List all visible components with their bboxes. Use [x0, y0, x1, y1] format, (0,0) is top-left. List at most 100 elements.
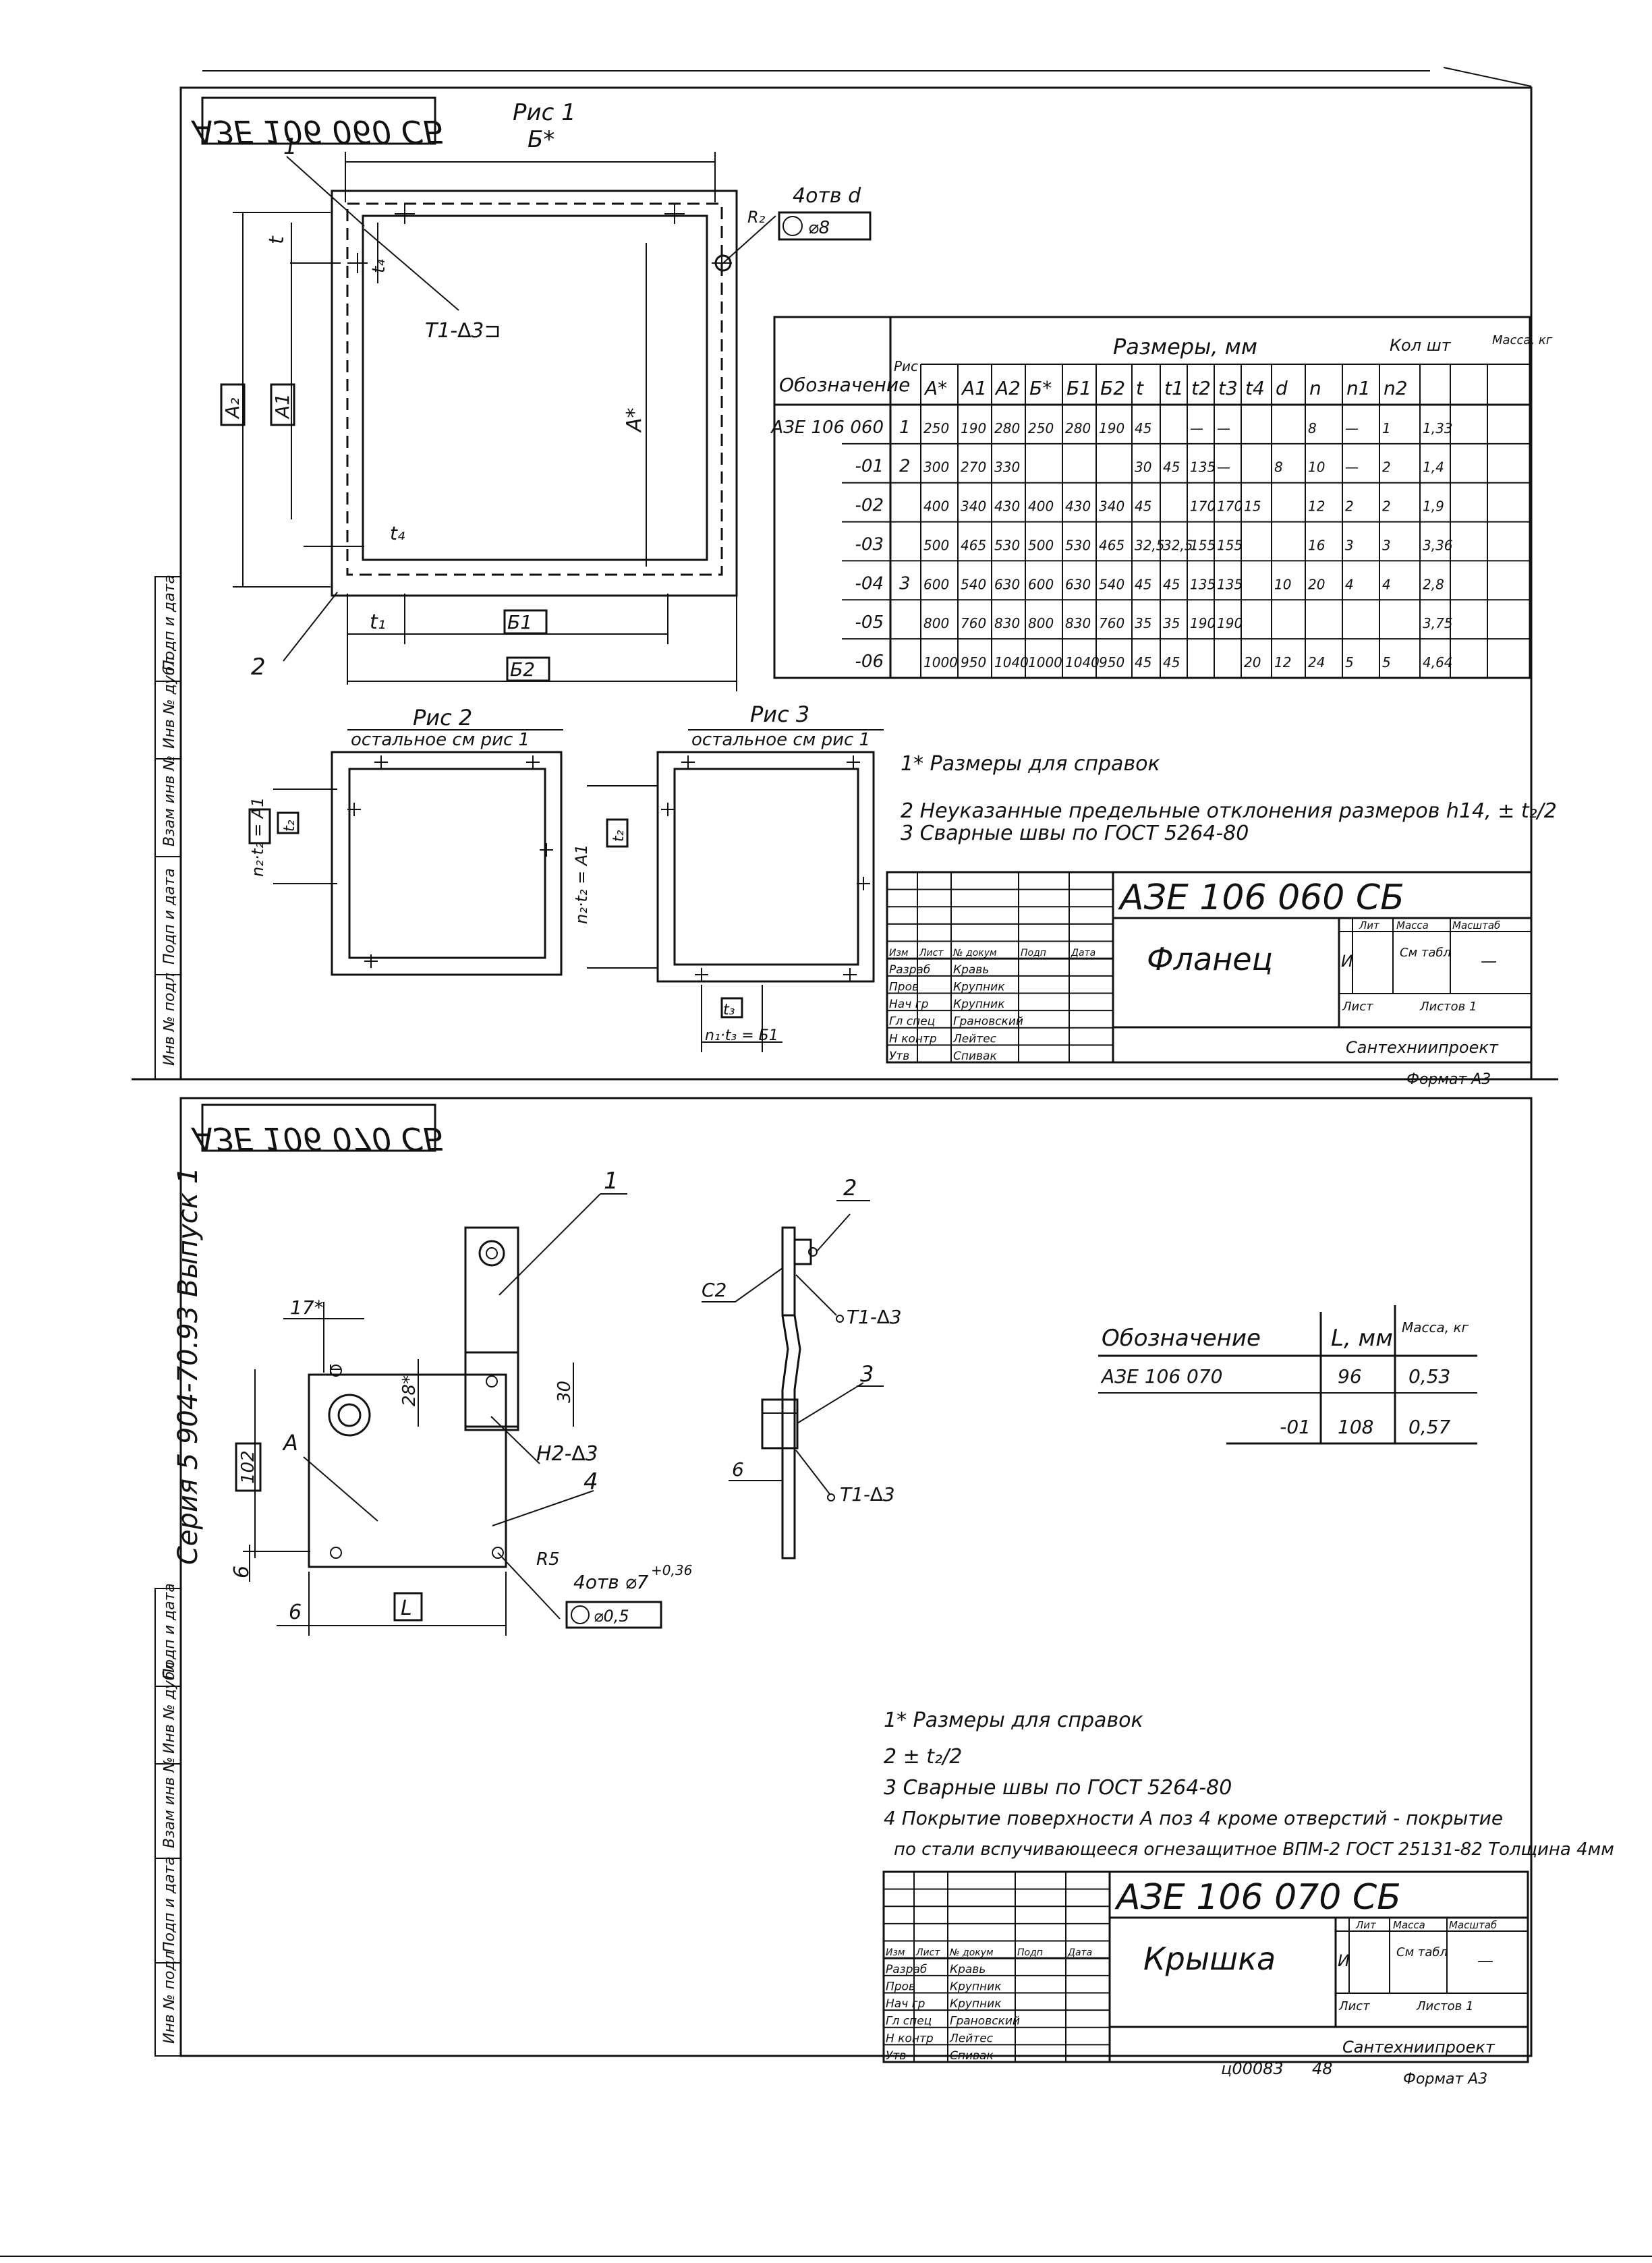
pos3: 3 — [860, 1361, 874, 1387]
fig3-bexpr: n₁·t₃ = Б1 — [705, 1027, 778, 1044]
row-value: 8 — [1274, 459, 1283, 476]
tb-doc-name: Фланец — [1147, 941, 1273, 977]
row-value: 1040 — [1065, 654, 1100, 670]
tb-name: Кравь — [953, 963, 989, 977]
margin-label: Подп и дата — [161, 575, 178, 671]
dim-28: 28* — [399, 1375, 420, 1406]
dim-a-star: A* — [623, 407, 646, 433]
row-value: 630 — [1065, 576, 1091, 592]
tb-lit-h: Лит — [1355, 1919, 1377, 1931]
row-designation: -04 — [855, 573, 884, 594]
row-value: 760 — [1099, 615, 1124, 631]
tb-mass: См табл — [1400, 946, 1451, 960]
row-value: 24 — [1308, 654, 1325, 670]
note: 1* Размеры для справок — [901, 752, 1160, 776]
row-value: 32,5 — [1163, 537, 1193, 553]
left-margin-lower: Инв № подл Подп и дата Взам инв № Инв № … — [154, 1583, 181, 2057]
left-margin-upper: Инв № подл Подп и дата Взам инв № Инв № … — [154, 575, 181, 1080]
cover-plan-view: 1 Н2-∆3 4 17* 28* 30 102 A 6 6 L R5 4отв… — [230, 1168, 692, 1636]
tb-role: Разраб — [889, 963, 930, 977]
weld-t1-b: Т1-∆3 — [840, 1483, 895, 1506]
row-value: 2 — [1382, 459, 1391, 476]
row-value: 800 — [923, 615, 949, 631]
dim-L: L — [401, 1597, 412, 1620]
series-label: Серия 5 904-70.93 Выпуск 1 — [173, 1167, 204, 1565]
tb-scale: — — [1477, 1951, 1493, 1970]
row-value: 540 — [961, 576, 986, 592]
row-value: 500 — [923, 537, 949, 553]
header-qty: Кол шт — [1390, 336, 1452, 355]
row-mass: 0,57 — [1408, 1416, 1451, 1438]
tb-role: Н контр — [886, 2032, 934, 2045]
row-value: 280 — [1065, 420, 1091, 436]
row-value: 170 — [1190, 498, 1216, 515]
fig2-label: Рис 2 — [413, 705, 472, 731]
tb-name: Кравь — [950, 1963, 986, 1976]
tb-role: Н контр — [889, 1032, 937, 1045]
row-value: 45 — [1135, 576, 1151, 592]
header-designation: Обозначение — [779, 374, 910, 396]
mirrored-stamp: АЗЕ 106 070 СБ — [190, 1120, 444, 1157]
row-value: 1,4 — [1423, 459, 1444, 476]
row-value: 250 — [1028, 420, 1054, 436]
row-value: 3,75 — [1423, 615, 1453, 631]
row-value: 1 — [1382, 420, 1391, 436]
row-fig: 3 — [899, 573, 911, 594]
hole-label: 4отв d — [793, 184, 861, 208]
dim-R5: R5 — [536, 1549, 560, 1570]
row-designation: -06 — [855, 652, 884, 672]
header-col: n2 — [1384, 377, 1408, 399]
row-value: 530 — [994, 537, 1020, 553]
row-value: 1000 — [1028, 654, 1062, 670]
tb-col-header: Дата — [1071, 948, 1095, 958]
row-value: 330 — [994, 459, 1020, 476]
fig2: Рис 2 остальное см рис 1 t₂ n₂·t₂ = A1 — [248, 705, 563, 976]
row-value: 1000 — [923, 654, 958, 670]
row-value: 800 — [1028, 615, 1054, 631]
tb-name: Лейтес — [952, 1032, 997, 1045]
header-col: t4 — [1245, 377, 1265, 399]
row-designation: -01 — [1280, 1416, 1311, 1438]
row-value: 2 — [1345, 498, 1354, 515]
tb-col-header: Лист — [915, 1947, 940, 1958]
tb-col-header: Изм — [886, 1947, 905, 1958]
row-value: 400 — [1028, 498, 1054, 515]
row-value: 830 — [994, 615, 1020, 631]
row-value: 20 — [1308, 576, 1325, 592]
row-value: 12 — [1308, 498, 1325, 515]
dim-b-star: Б* — [528, 126, 554, 153]
sheet2-stamp: АЗЕ 106 070 СБ — [190, 1104, 445, 1157]
row-value: 430 — [1065, 498, 1091, 515]
tb-scale-h: Масштаб — [1452, 919, 1500, 932]
row-value: 135 — [1190, 459, 1216, 476]
row-value: 170 — [1217, 498, 1243, 515]
row-value: 600 — [1028, 576, 1054, 592]
fig1-flange: Рис 1 Б* 4отв d ⌀8 R₂ A₂ A1 t t₄ Т1-∆3⊐ — [220, 99, 872, 691]
row-value: 155 — [1190, 537, 1216, 553]
margin-label: Инв № дубл — [161, 1661, 178, 1754]
hole-label: 4отв ⌀7 — [573, 1571, 649, 1593]
note: 2 Неуказанные предельные отклонения разм… — [901, 799, 1557, 823]
dim-17: 17* — [290, 1296, 324, 1319]
dim-t4-bottom: t₄ — [390, 522, 405, 544]
header-col: Б2 — [1100, 377, 1125, 399]
row-value: 190 — [961, 420, 986, 436]
row-value: 530 — [1065, 537, 1091, 553]
row-designation: -03 — [855, 534, 884, 554]
header-col: d — [1276, 377, 1288, 399]
row-value: 3 — [1345, 537, 1354, 553]
pos-tol: ⌀0,5 — [594, 1607, 629, 1626]
table-header-L: L, мм — [1331, 1325, 1393, 1352]
margin-label: Подп и дата — [161, 868, 178, 965]
tb-role: Разраб — [886, 1963, 927, 1976]
tb-sheet: Лист — [1338, 1999, 1370, 2013]
row-value: 465 — [1099, 537, 1124, 553]
row-value: 340 — [1099, 498, 1124, 515]
row-value: 32,5 — [1135, 537, 1165, 553]
row-value: 12 — [1274, 654, 1291, 670]
row-mass: 0,53 — [1408, 1365, 1450, 1387]
row-designation: АЗЕ 106 070 — [1100, 1365, 1222, 1387]
table-header-designation: Обозначение — [1102, 1325, 1261, 1352]
dim-A: A — [282, 1430, 298, 1456]
